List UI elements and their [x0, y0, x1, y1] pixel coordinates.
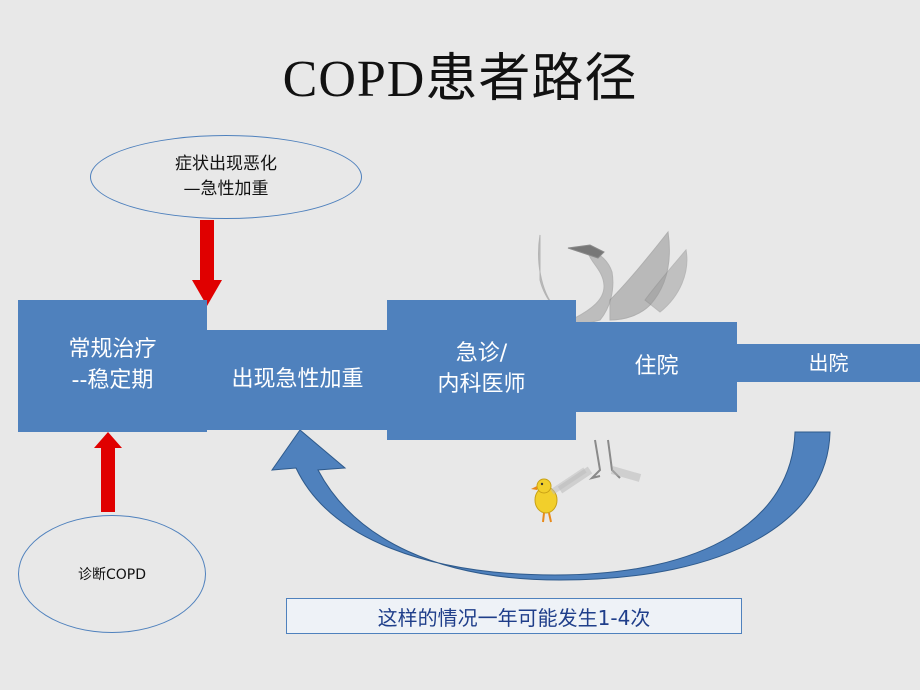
- chick-icon: [531, 467, 587, 523]
- red-arrow-up: [94, 432, 122, 512]
- exacerbation-label: 出现急性加重: [231, 366, 364, 392]
- emergency-line-2: 内科医师: [437, 372, 526, 397]
- stable-line-1: 常规治疗: [68, 337, 157, 363]
- slide-title: COPD患者路径: [282, 51, 638, 108]
- symptom-line-1: 症状出现恶化: [175, 154, 277, 175]
- diagnosis-ellipse: 诊断COPD: [18, 515, 206, 633]
- symptom-worsening-ellipse: 症状出现恶化 —急性加重: [90, 135, 362, 219]
- exacerbation-box: 出现急性加重: [207, 330, 388, 430]
- hospitalization-label: 住院: [634, 353, 679, 379]
- return-arrow: [270, 429, 831, 581]
- emergency-line-1: 急诊/: [455, 341, 508, 367]
- red-arrow-down: [192, 220, 222, 306]
- frequency-note: 这样的情况一年可能发生1-4次: [286, 598, 742, 634]
- discharge-box: 出院: [737, 344, 920, 382]
- symptom-line-2: —急性加重: [183, 179, 269, 199]
- stable-box: 常规治疗 --稳定期: [18, 300, 207, 432]
- diagnosis-label: 诊断COPD: [77, 567, 147, 583]
- stable-line-2: --稳定期: [71, 368, 154, 393]
- emergency-box: 急诊/ 内科医师: [387, 300, 576, 440]
- hospitalization-box: 住院: [576, 322, 737, 412]
- discharge-label: 出院: [808, 351, 849, 375]
